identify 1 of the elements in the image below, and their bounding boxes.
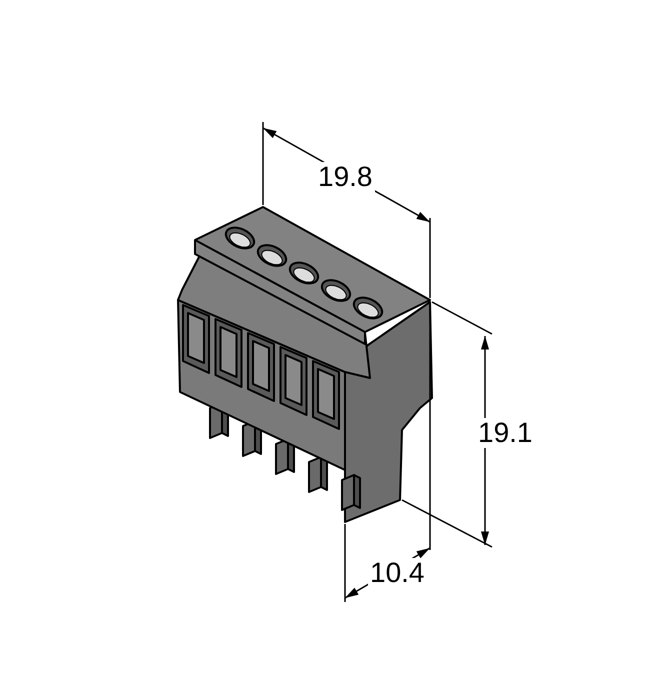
dimension-label: 10.4 xyxy=(368,558,426,588)
